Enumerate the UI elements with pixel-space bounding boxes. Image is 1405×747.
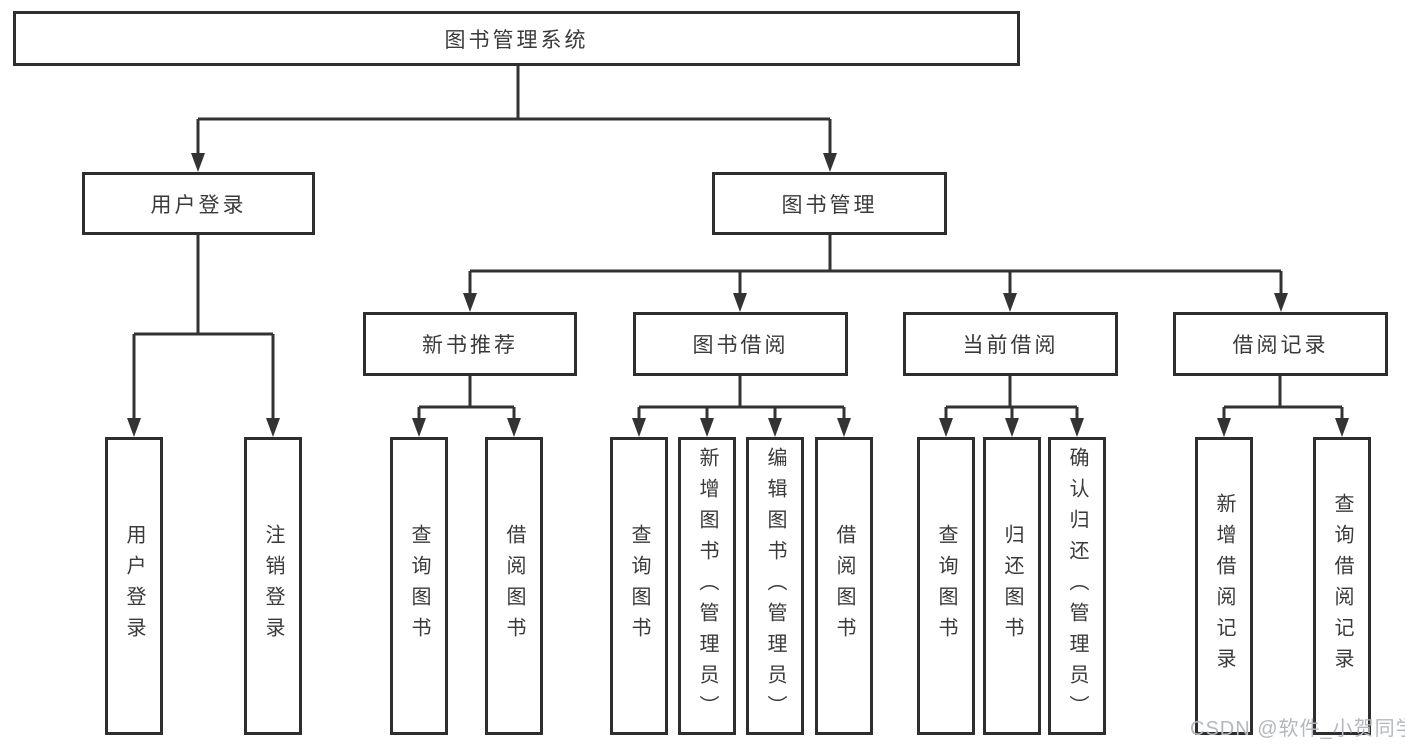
leaf-label: 查询图书 [628,524,650,648]
arrowhead-icons [127,153,1349,437]
leaf-label: 借阅图书 [503,524,525,648]
leaf-query-borrow-record: 查询借阅记录 [1313,437,1371,735]
leaf-label: 借阅图书 [833,524,855,648]
branch-label: 新书推荐 [422,334,518,357]
node-book-management: 图书管理 [712,172,947,235]
node-user-login: 用户登录 [82,172,315,235]
node-new-book-recommendation: 新书推荐 [363,312,577,376]
leaf-label: 注销登录 [262,524,284,648]
leaf-return-books: 归还图书 [983,437,1041,735]
leaf-label: 查询图书 [408,524,430,648]
node-book-management-label: 图书管理 [781,193,878,217]
branch-label: 当前借阅 [962,334,1059,357]
leaf-query-books-borrow: 查询图书 [610,437,668,735]
branch-label: 借阅记录 [1232,334,1329,357]
leaf-label: 确认归还（管理员） [1066,446,1088,726]
csdn-watermark: CSDN @软件_小贺同学 [1190,718,1405,740]
leaf-label: 新增图书（管理员） [696,446,718,726]
leaf-edit-book-admin: 编辑图书（管理员） [746,437,804,735]
leaf-label: 新增借阅记录 [1213,493,1235,679]
node-book-borrowing: 图书借阅 [633,312,848,376]
leaf-add-book-admin: 新增图书（管理员） [678,437,736,735]
branch-label: 图书借阅 [692,334,789,357]
node-user-login-label: 用户登录 [150,193,247,217]
leaf-label: 查询图书 [935,524,957,648]
node-root-label: 图书管理系统 [444,28,589,52]
leaf-label: 编辑图书（管理员） [764,446,786,726]
leaf-query-books-recommend: 查询图书 [390,437,448,735]
leaf-label: 查询借阅记录 [1331,493,1353,679]
node-current-borrowing: 当前借阅 [903,312,1118,376]
leaf-user-login: 用户登录 [105,437,163,735]
leaf-add-borrow-record: 新增借阅记录 [1195,437,1253,735]
leaf-label: 用户登录 [123,524,145,648]
leaf-borrow-books-recommend: 借阅图书 [485,437,543,735]
node-borrowing-records: 借阅记录 [1173,312,1388,376]
leaf-label: 归还图书 [1001,524,1023,648]
leaf-confirm-return-admin: 确认归还（管理员） [1048,437,1106,735]
leaf-logout: 注销登录 [244,437,302,735]
leaf-query-books-current: 查询图书 [917,437,975,735]
node-root: 图书管理系统 [13,11,1020,66]
leaf-borrow-books: 借阅图书 [815,437,873,735]
